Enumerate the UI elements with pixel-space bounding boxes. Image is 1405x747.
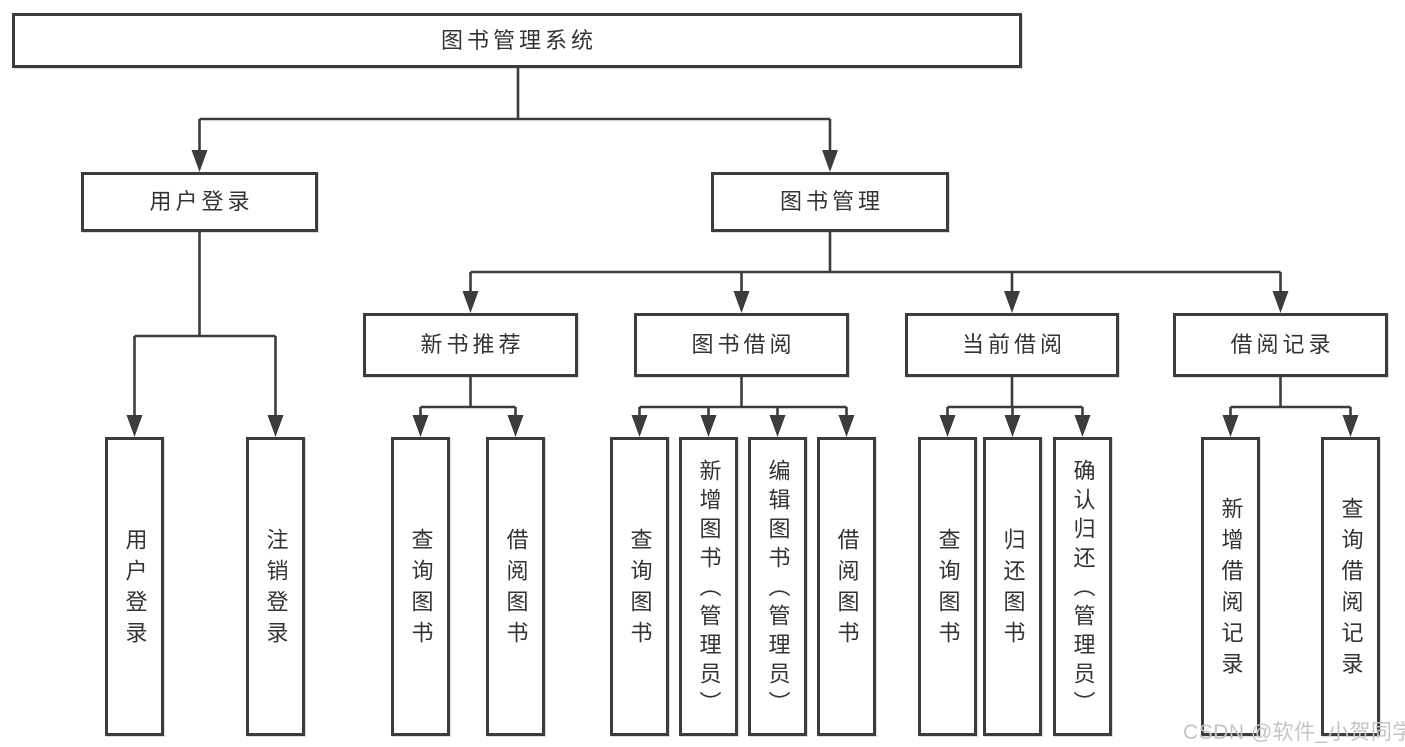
leaf-rec-query-books: 查询图书 <box>391 437 450 736</box>
node-new-book-recommendation-label: 新书推荐 <box>420 332 525 357</box>
leaf-cb-query-books: 查询图书 <box>918 437 977 736</box>
leaf-bb-borrow-books-label: 借阅图书 <box>834 527 860 652</box>
node-root: 图书管理系统 <box>12 13 1022 68</box>
leaf-logout-label: 注销登录 <box>263 527 289 652</box>
leaf-bb-add-books-admin-label: 新增图书（管理员） <box>696 459 722 720</box>
node-borrowing-records-label: 借阅记录 <box>1230 332 1335 357</box>
leaf-bb-query-books: 查询图书 <box>610 437 669 736</box>
leaf-cb-return-books-label: 归还图书 <box>1000 527 1026 652</box>
leaf-bb-edit-books-admin: 编辑图书（管理员） <box>748 437 807 736</box>
leaf-rec-query-books-label: 查询图书 <box>408 527 434 652</box>
leaf-bb-add-books-admin: 新增图书（管理员） <box>679 437 738 736</box>
leaf-br-query-record: 查询借阅记录 <box>1321 437 1380 736</box>
node-current-borrowing: 当前借阅 <box>905 313 1119 377</box>
leaf-cb-return-books: 归还图书 <box>983 437 1042 736</box>
node-book-borrowing-label: 图书借阅 <box>691 332 796 357</box>
node-book-management: 图书管理 <box>711 172 949 232</box>
leaf-bb-borrow-books: 借阅图书 <box>817 437 876 736</box>
leaf-rec-borrow-books: 借阅图书 <box>486 437 545 736</box>
node-book-borrowing: 图书借阅 <box>634 313 849 377</box>
leaf-bb-edit-books-admin-label: 编辑图书（管理员） <box>765 459 791 720</box>
leaf-cb-query-books-label: 查询图书 <box>935 527 961 652</box>
node-borrowing-records: 借阅记录 <box>1173 313 1388 377</box>
node-book-management-label: 图书管理 <box>779 189 884 214</box>
leaf-rec-borrow-books-label: 借阅图书 <box>503 527 529 652</box>
node-current-borrowing-label: 当前借阅 <box>961 332 1066 357</box>
leaf-logout: 注销登录 <box>246 437 305 736</box>
node-user-login-label: 用户登录 <box>149 189 254 214</box>
leaf-user-login-label: 用户登录 <box>122 527 148 652</box>
leaf-cb-confirm-return-admin-label: 确认归还（管理员） <box>1070 459 1096 720</box>
node-root-label: 图书管理系统 <box>440 27 597 53</box>
node-new-book-recommendation: 新书推荐 <box>363 313 578 377</box>
leaf-br-add-record-label: 新增借阅记录 <box>1218 496 1244 683</box>
node-user-login: 用户登录 <box>81 172 318 232</box>
leaf-cb-confirm-return-admin: 确认归还（管理员） <box>1053 437 1112 736</box>
leaf-br-add-record: 新增借阅记录 <box>1201 437 1260 736</box>
csdn-watermark: CSDN @软件_小贺同学 <box>1183 721 1405 744</box>
leaf-br-query-record-label: 查询借阅记录 <box>1338 496 1364 683</box>
leaf-user-login: 用户登录 <box>105 437 164 736</box>
leaf-bb-query-books-label: 查询图书 <box>627 527 653 652</box>
